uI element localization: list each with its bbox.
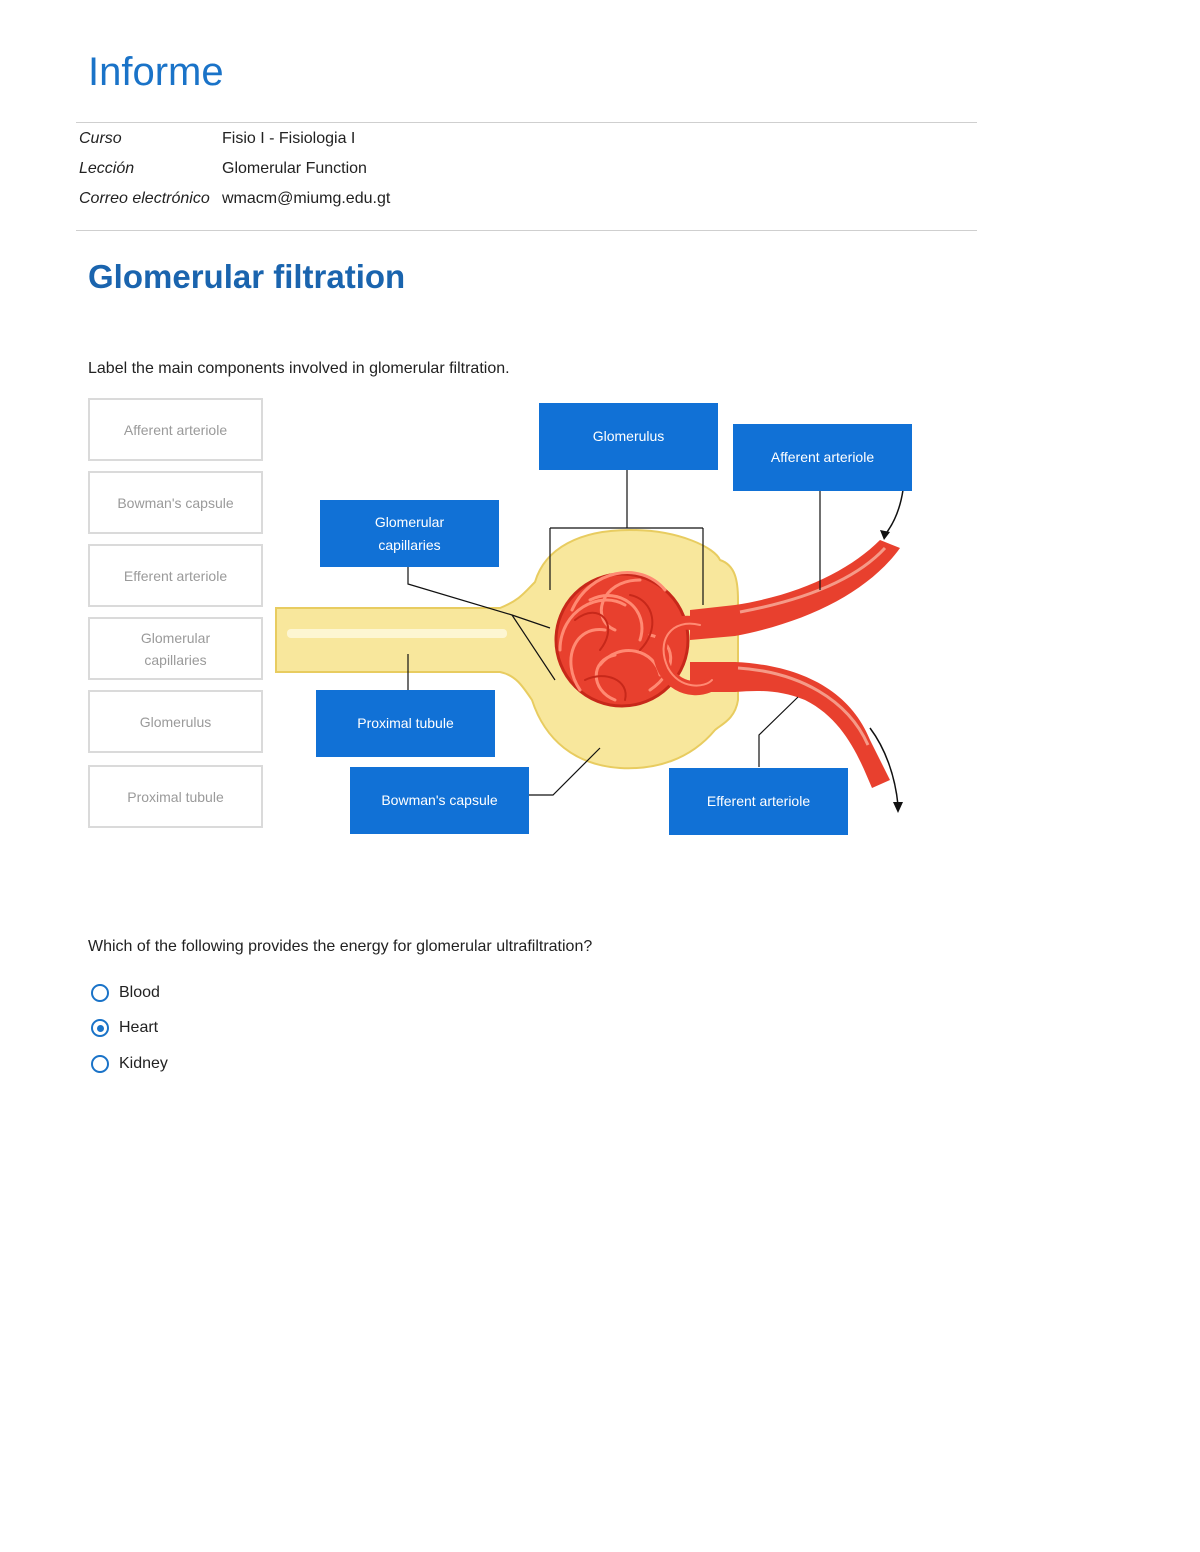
option-label: Kidney (119, 1055, 168, 1072)
word-bank-item[interactable]: Efferent arteriole (88, 544, 263, 607)
word-bank-item[interactable]: Glomerulus (88, 690, 263, 753)
label-prompt: Label the main components involved in gl… (88, 360, 510, 377)
label-afferent-arteriole[interactable]: Afferent arteriole (733, 424, 912, 491)
option-kidney[interactable]: Kidney (91, 1055, 168, 1073)
meta-key: Curso (79, 130, 122, 147)
afferent-vessel-shape (690, 540, 900, 640)
label-efferent-arteriole[interactable]: Efferent arteriole (669, 768, 848, 835)
capillary-tuft (554, 571, 722, 708)
option-label: Blood (119, 984, 160, 1001)
option-heart[interactable]: Heart (91, 1019, 158, 1037)
meta-key: Lección (79, 160, 135, 177)
meta-value: wmacm@miumg.edu.gt (222, 190, 391, 207)
option-label: Heart (119, 1019, 159, 1036)
divider (76, 122, 977, 123)
word-bank-item[interactable]: Afferent arteriole (88, 398, 263, 461)
leader-lines (407, 470, 821, 796)
glomerulus-illustration (275, 470, 904, 813)
label-glomerulus[interactable]: Glomerulus (539, 403, 718, 470)
option-blood[interactable]: Blood (91, 984, 160, 1002)
meta-value: Fisio I - Fisiologia I (222, 130, 356, 147)
flow-arrow-in (883, 489, 904, 537)
word-bank-item[interactable]: Bowman's capsule (88, 471, 263, 534)
label-bowmans-capsule[interactable]: Bowman's capsule (350, 767, 529, 834)
question-text: Which of the following provides the ener… (88, 938, 593, 955)
flow-arrow-out (869, 727, 899, 806)
meta-value: Glomerular Function (222, 160, 367, 177)
word-bank-item[interactable]: Glomerular capillaries (88, 617, 263, 680)
section-title: Glomerular filtration (88, 258, 406, 295)
report-title: Informe (88, 50, 224, 94)
word-bank-item[interactable]: Proximal tubule (88, 765, 263, 828)
meta-key: Correo electrónico (79, 190, 210, 207)
efferent-vessel-shape (690, 662, 890, 788)
radio-button[interactable] (91, 1055, 109, 1073)
divider (76, 230, 977, 231)
radio-button[interactable] (91, 984, 109, 1002)
label-glomerular-capillaries[interactable]: Glomerular capillaries (320, 500, 499, 567)
radio-button-selected[interactable] (91, 1019, 109, 1037)
label-proximal-tubule[interactable]: Proximal tubule (316, 690, 495, 757)
